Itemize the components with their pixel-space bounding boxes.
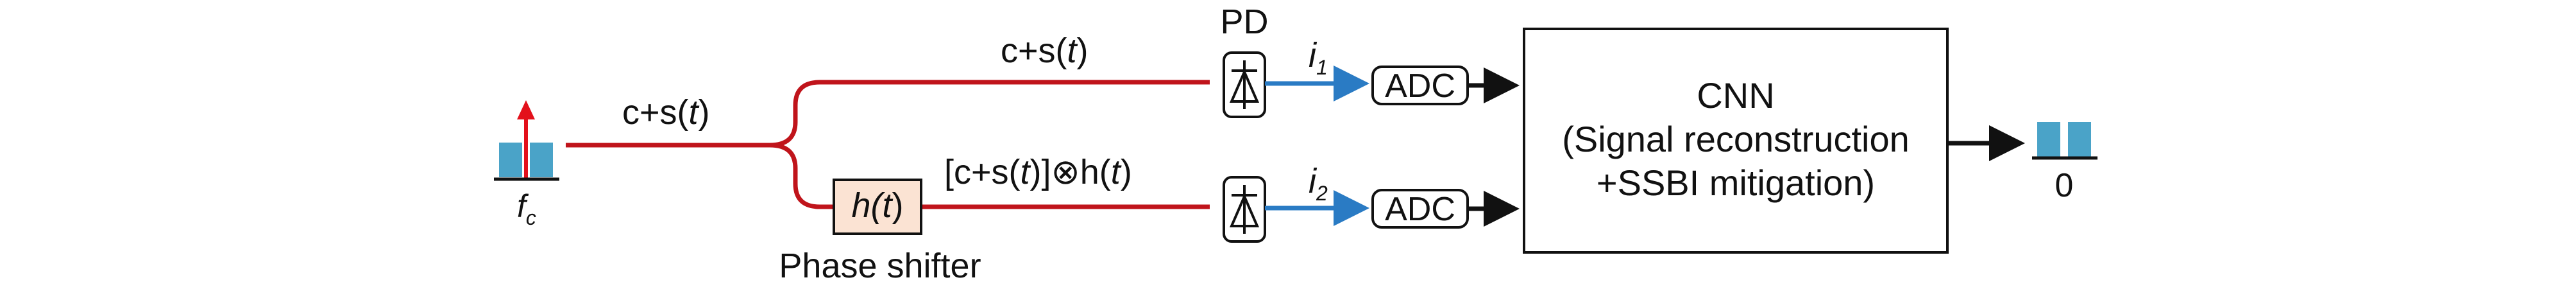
output-right-bar: [2068, 122, 2091, 157]
photodiode-icon: [1223, 51, 1266, 118]
photodiode-icon: [1223, 176, 1266, 243]
phase-shifter-caption: Phase shifter: [779, 247, 981, 285]
cnn-block: CNN (Signal reconstruction +SSBI mitigat…: [1523, 28, 1949, 254]
output-left-bar: [2037, 122, 2060, 157]
spectrum-icon: 0: [2032, 122, 2097, 204]
input-spectrum: fc: [494, 100, 559, 229]
pd-label: PD: [1220, 3, 1268, 41]
cnn-box: [1523, 28, 1949, 254]
lower-current-label: i2: [1309, 162, 1328, 205]
input-signal-label: c+s(t): [622, 93, 710, 132]
spectrum-right-bar: [530, 143, 553, 177]
spectrum-left-bar: [499, 143, 522, 177]
lower-signal-label: [c+s(t)]⊗h(t): [944, 153, 1132, 191]
cnn-subtitle-line2: +SSBI mitigation): [1597, 162, 1875, 203]
adc-top: ADC: [1371, 66, 1469, 105]
carrier-arrow-head: [517, 100, 535, 119]
phase-shifter-filter: h(t) Phase shifter: [779, 179, 981, 285]
upper-current-label: i1: [1309, 36, 1328, 79]
output-frequency-label: 0: [2055, 167, 2074, 204]
upper-signal-label: c+s(t): [1001, 31, 1089, 70]
adc-top-label: ADC: [1385, 67, 1455, 105]
optical-paths: [566, 80, 1210, 209]
upper-fiber: [769, 80, 1210, 148]
cnn-title: CNN: [1697, 75, 1774, 116]
carrier-frequency-label: fc: [517, 188, 536, 229]
lower-fiber: [769, 143, 834, 209]
adc-bottom-label: ADC: [1385, 191, 1455, 228]
filter-transfer-label: h(t): [851, 186, 903, 225]
adc-bottom: ADC: [1371, 189, 1469, 229]
cnn-subtitle-line1: (Signal reconstruction: [1562, 119, 1910, 159]
filter-box: [833, 179, 922, 235]
